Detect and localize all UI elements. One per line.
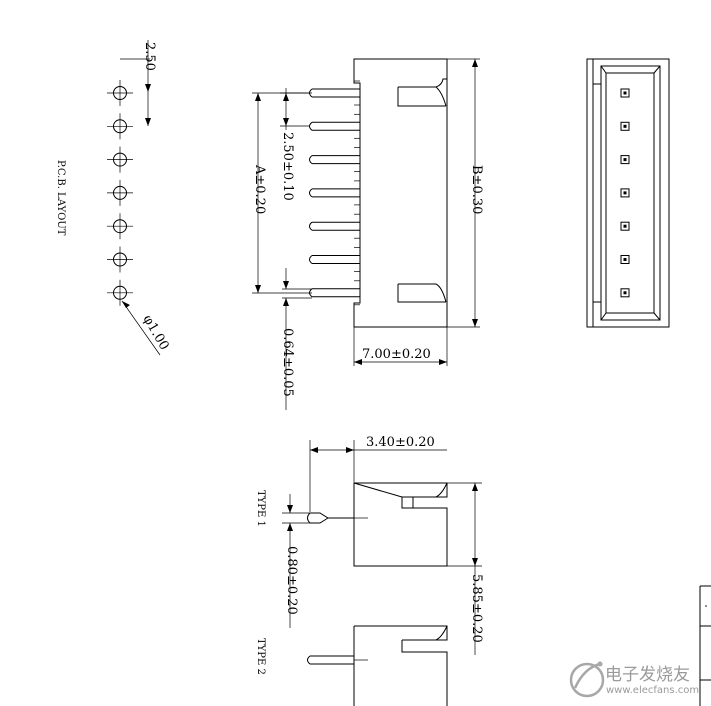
front-slot [620, 155, 630, 165]
watermark-cn: 电子发烧友 [605, 665, 690, 685]
span-a-label: A±0.20 [252, 164, 267, 214]
body-height-label: 5.85±0.20 [469, 574, 484, 643]
watermark: 电子发烧友 www.elecfans.com [569, 661, 699, 698]
pcb-hole [107, 146, 133, 173]
front-slot [620, 221, 630, 231]
side-pin [309, 80, 360, 106]
pcb-layout: P.C.B. LAYOUT 2.50 φ1.00 [55, 40, 172, 356]
side-view: 2.50±0.10 A±0.20 0.64±0.05 B±0.30 7.00±0… [252, 58, 484, 410]
pin-pitch-label: 2.50±0.10 [280, 132, 295, 201]
type2-profile: TYPE 2 [255, 625, 448, 706]
front-slot [620, 188, 630, 198]
pcb-hole [107, 113, 133, 140]
side-pin [309, 147, 360, 172]
front-slot [620, 288, 630, 298]
pcb-pitch-label: 2.50 [142, 42, 157, 71]
front-view [586, 58, 670, 328]
type1-profile: 3.40±0.20 0.80±0.20 5.85±0.20 TYPE 1 [255, 435, 484, 655]
height-b-label: B±0.30 [469, 165, 484, 214]
pcb-holes [107, 80, 133, 306]
front-slot [620, 121, 630, 131]
title-block-fragment [699, 585, 711, 706]
pcb-hole [107, 179, 133, 206]
type2-label: TYPE 2 [255, 638, 266, 675]
side-pin [309, 180, 360, 206]
depth-label: 7.00±0.20 [362, 347, 431, 362]
pcb-hole [107, 80, 133, 106]
side-pin [309, 113, 360, 139]
front-slot [620, 255, 630, 264]
front-slots [620, 88, 630, 298]
pin-offset-label: 0.80±0.20 [284, 546, 299, 615]
pin-width-label: 0.64±0.05 [280, 328, 295, 397]
watermark-en: www.elecfans.com [606, 685, 699, 696]
watermark-logo-icon [569, 661, 605, 698]
side-pin [309, 280, 360, 306]
side-pin [309, 213, 360, 239]
pin-length-label: 3.40±0.20 [366, 435, 435, 450]
pcb-hole [107, 279, 133, 306]
front-slot [620, 88, 630, 98]
pcb-hole [107, 246, 133, 273]
side-pins [309, 80, 360, 306]
pcb-hole [107, 213, 133, 240]
type1-label: TYPE 1 [255, 490, 266, 527]
side-pin [309, 247, 360, 272]
pcb-layout-title: P.C.B. LAYOUT [55, 160, 66, 236]
